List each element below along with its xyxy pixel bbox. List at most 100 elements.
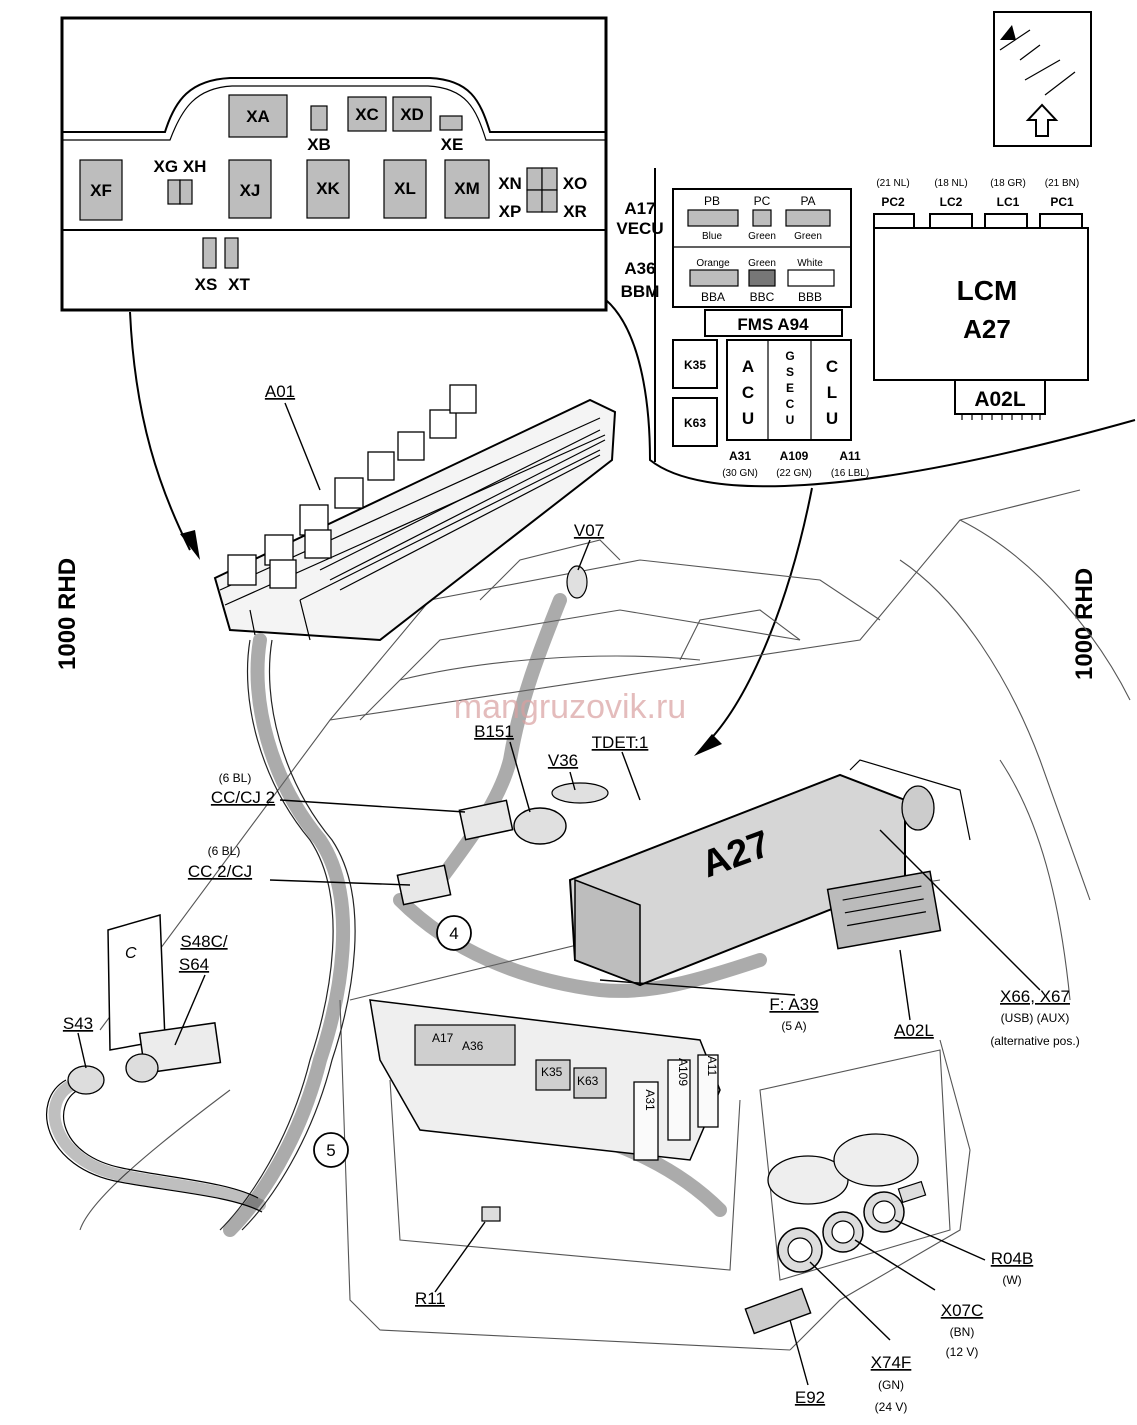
arrow-inset-to-a27 (704, 487, 813, 746)
tray-a11: A11 (705, 1056, 719, 1077)
svg-text:L: L (827, 383, 837, 402)
connector-xa (228, 94, 288, 138)
tray-a17: A17 (432, 1031, 454, 1045)
port-lc1: LC1 (997, 195, 1020, 209)
label-xn: XN (498, 174, 522, 193)
a17-label: A17 (624, 199, 655, 218)
pin-bbb-color: White (797, 258, 823, 269)
orientation-label-right: 1000 RHD (1071, 568, 1098, 680)
callout-x07c-sub2: (12 V) (946, 1345, 979, 1359)
connector-xs (202, 237, 217, 269)
callout-fuse-rating: (5 A) (781, 1019, 806, 1033)
pin-bba: BBA (701, 290, 725, 304)
a02l-connector (954, 379, 1046, 415)
label-xd: XD (400, 105, 424, 124)
callout-a01: A01 (265, 382, 295, 401)
svg-text:G: G (785, 349, 794, 363)
orientation-icon-box (993, 11, 1092, 147)
lamp-e92 (744, 1287, 812, 1335)
label-xj: XJ (240, 181, 261, 200)
connector-cc-2-cj (396, 864, 452, 906)
tray-a31: A31 (643, 1089, 657, 1111)
tray-k63: K63 (577, 1074, 599, 1088)
component-v07 (566, 565, 588, 599)
pin-pa: PA (800, 194, 815, 208)
module-a11-pins: (16 LBL) (831, 468, 869, 479)
callout-x66-x67-sub: (USB) (AUX) (1001, 1011, 1070, 1025)
connector-xd (392, 96, 432, 132)
lcm-id: A27 (963, 314, 1011, 344)
label-xa: XA (246, 107, 270, 126)
connector-a02l-body (826, 870, 942, 950)
acu-letter-u: U (742, 409, 754, 428)
callout-cc-2-cj-pins: (6 BL) (208, 844, 241, 858)
label-xp: XP (499, 202, 522, 221)
label-xt: XT (228, 275, 250, 294)
connector-cc-cj-2 (458, 799, 514, 841)
svg-text:S: S (786, 365, 794, 379)
connector-xg (167, 179, 181, 205)
arrow-inset-to-a01 (129, 311, 191, 551)
ecu-inset: A17 VECU A36 BBM PB PC PA Blue Green Gre… (605, 11, 1136, 488)
connector-xf (79, 159, 123, 221)
svg-text:E: E (786, 381, 794, 395)
module-a11: A11 (839, 449, 861, 463)
callout-e92: E92 (795, 1388, 825, 1407)
connector-xt (224, 237, 239, 269)
label-xk: XK (316, 179, 340, 198)
step-5-label: 5 (326, 1141, 335, 1160)
pin-bbb: BBB (798, 290, 822, 304)
sensor-s43-s48c: C (46, 914, 266, 1213)
callout-x66-x67: X66, X67 (1000, 987, 1070, 1006)
connector-xe (439, 115, 463, 131)
module-a31-pins: (30 GN) (722, 468, 758, 479)
port-pc2-pins: (21 NL) (876, 178, 909, 189)
label-xm: XM (454, 179, 480, 198)
fms-label: FMS A94 (737, 315, 809, 334)
label-xe: XE (441, 135, 464, 154)
forward-arrow-icon (1025, 103, 1059, 137)
callout-b151: B151 (474, 722, 514, 741)
pin-pb: PB (704, 194, 720, 208)
callout-cc-cj-2: CC/CJ 2 (211, 788, 275, 807)
tray-a109: A109 (676, 1058, 690, 1086)
lcm-a27-body: A27 (568, 759, 971, 987)
label-xf: XF (90, 181, 112, 200)
callout-r04b: R04B (991, 1249, 1034, 1268)
connector-xl (383, 159, 427, 219)
label-xg-xh: XG XH (154, 157, 207, 176)
port-lc1-pins: (18 GR) (990, 178, 1026, 189)
pin-bbc: BBC (750, 290, 775, 304)
connector-xj (228, 159, 272, 219)
callout-x74f: X74F (871, 1353, 912, 1372)
watermark: mangruzovik.ru (454, 688, 686, 726)
connector-inset: XA XB XC XD XE XF XG XH XJ XK XL XM XN X… (60, 16, 608, 312)
pin-bbc-color: Green (748, 258, 776, 269)
callout-x74f-sub2: (24 V) (875, 1400, 908, 1414)
relay-tray: A17 A36 K35 K63 A31 A109 A11 (369, 999, 721, 1161)
step-4-marker (436, 915, 472, 951)
callout-s64: S64 (179, 955, 209, 974)
callout-x07c-sub1: (BN) (950, 1325, 975, 1339)
label-xb: XB (307, 135, 331, 154)
pin-pc-color: Green (748, 231, 776, 242)
port-pc1: PC1 (1050, 195, 1074, 209)
a36-label: A36 (624, 259, 655, 278)
sensor-r11 (481, 1206, 501, 1222)
tray-k35: K35 (541, 1065, 563, 1079)
pin-pb-color: Blue (702, 231, 722, 242)
port-lc2-pins: (18 NL) (934, 178, 967, 189)
connector-xo (541, 167, 558, 191)
label-xs: XS (195, 275, 218, 294)
callout-a02l: A02L (894, 1021, 934, 1040)
svg-text:C: C (826, 357, 838, 376)
svg-text:C: C (786, 397, 795, 411)
a17-sub: VECU (616, 219, 663, 238)
sensor-b151 (513, 807, 567, 845)
port-lc2: LC2 (940, 195, 963, 209)
acu-letter-a: A (742, 357, 754, 376)
label-xr: XR (563, 202, 587, 221)
step-4-label: 4 (449, 924, 458, 943)
a02l-label: A02L (974, 388, 1026, 411)
pin-pa-color: Green (794, 231, 822, 242)
